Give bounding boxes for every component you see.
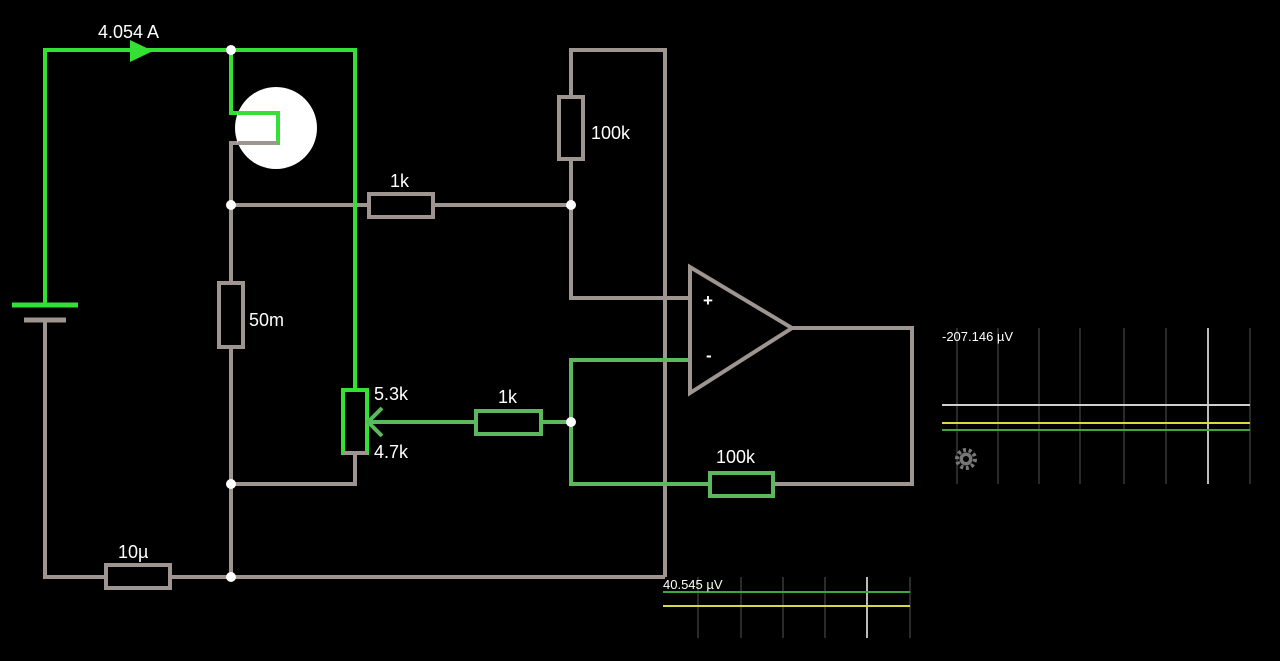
node [226,572,236,582]
label-r-feedback: 100k [716,447,756,467]
opamp-plus-sign: + [703,291,713,310]
node [566,200,576,210]
label-r-ground: 10µ [118,542,148,562]
lamp[interactable] [235,87,317,169]
scope-right-reading: -207.146 µV [942,329,1013,344]
resistor-1k-feedback-in[interactable] [474,409,543,436]
label-r-top: 100k [591,123,631,143]
opamp-minus-sign: - [706,346,712,365]
node [566,417,576,427]
scope-bottom-reading: 40.545 µV [663,577,723,592]
active-wires [43,40,357,390]
current-label: 4.054 A [98,22,159,42]
wire-right-rail [569,48,667,577]
wire-main-loop [43,48,357,390]
node [226,200,236,210]
gear-icon[interactable] [955,448,977,470]
scope-bottom[interactable]: 40.545 µV [663,577,911,638]
resistor-1k-input[interactable] [367,192,435,219]
idle-wires [43,48,914,579]
node [226,479,236,489]
scope-right[interactable]: -207.146 µV [942,328,1251,484]
resistor-100k-feedback[interactable] [708,471,775,498]
wire-pot-bottom [231,453,357,486]
resistor-10u-ground[interactable] [104,563,172,590]
battery[interactable] [12,302,78,323]
resistor-100k-top[interactable] [557,95,585,161]
label-pot-lower: 4.7k [374,442,409,462]
nodes [226,45,576,582]
wire-battery-neg [43,320,106,579]
label-r-input: 1k [390,171,410,191]
wire-r-top-down [569,159,690,300]
current-arrow [130,40,153,62]
label-r-feedback-in: 1k [498,387,518,407]
node [226,45,236,55]
label-pot-upper: 5.3k [374,384,409,404]
resistor-50m-shunt[interactable] [217,281,245,349]
scope-bottom-grid [697,577,911,638]
potentiometer[interactable] [341,388,384,455]
op-amp[interactable]: + - [688,263,796,397]
label-r-shunt: 50m [249,310,284,330]
wire-opamp-out [773,326,914,486]
